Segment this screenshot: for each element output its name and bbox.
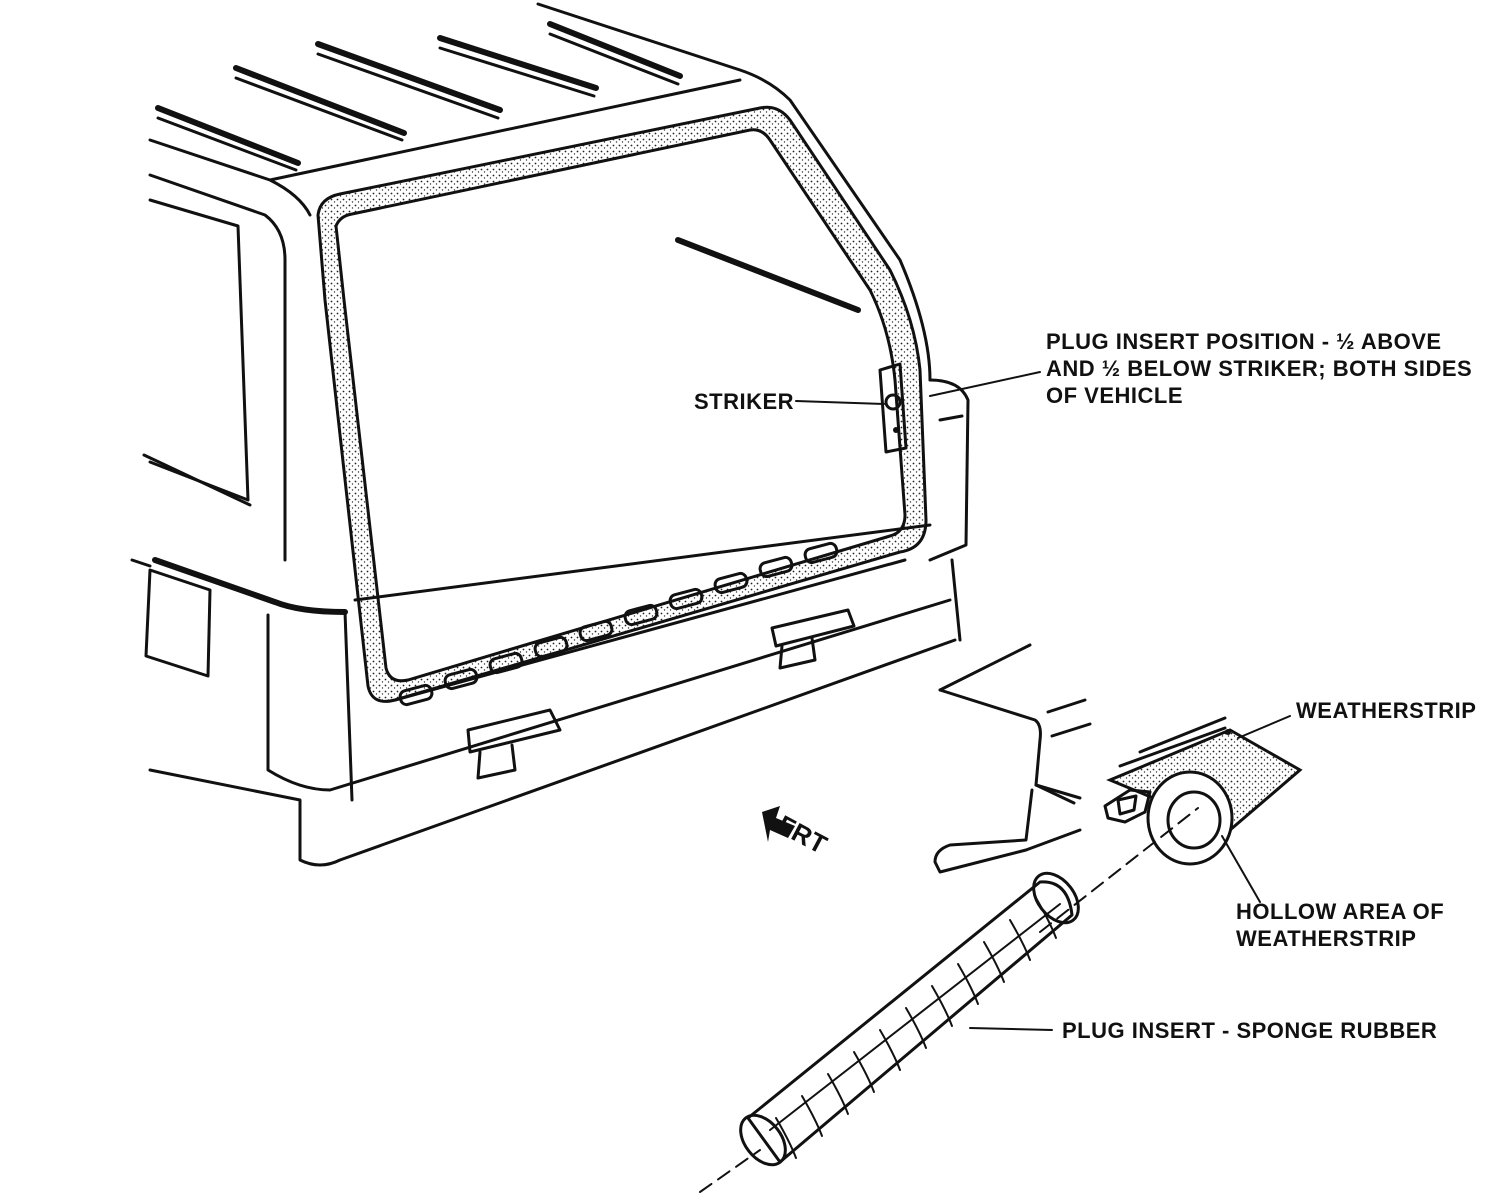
plug-insert-position-line-2: AND ½ BELOW STRIKER; BOTH SIDES (1046, 356, 1473, 381)
plug-insert-position-line-1: PLUG INSERT POSITION - ½ ABOVE (1046, 329, 1442, 354)
sill-steps (398, 541, 839, 707)
tailgate-hinges (466, 608, 856, 780)
hollow-area-line-2: WEATHERSTRIP (1236, 926, 1417, 951)
weatherstrip-detail (699, 643, 1303, 1193)
vehicle-rear (130, 2, 970, 867)
plug-insert-position-line-3: OF VEHICLE (1046, 383, 1184, 408)
sponge-plug-insert (739, 871, 1080, 1167)
leader-lines (795, 371, 1041, 405)
weatherstrip-label: WEATHERSTRIP (1296, 698, 1477, 723)
striker-label: STRIKER (694, 389, 795, 414)
plug-insert-sponge-label: PLUG INSERT - SPONGE RUBBER (1062, 1018, 1438, 1043)
roof-ribs (155, 21, 683, 172)
hollow-area-line-1: HOLLOW AREA OF (1236, 899, 1445, 924)
arrow-left-icon (762, 806, 795, 842)
striker-plate (878, 362, 908, 454)
door-opening-inner (334, 128, 907, 683)
plug-grid (769, 897, 1061, 1159)
